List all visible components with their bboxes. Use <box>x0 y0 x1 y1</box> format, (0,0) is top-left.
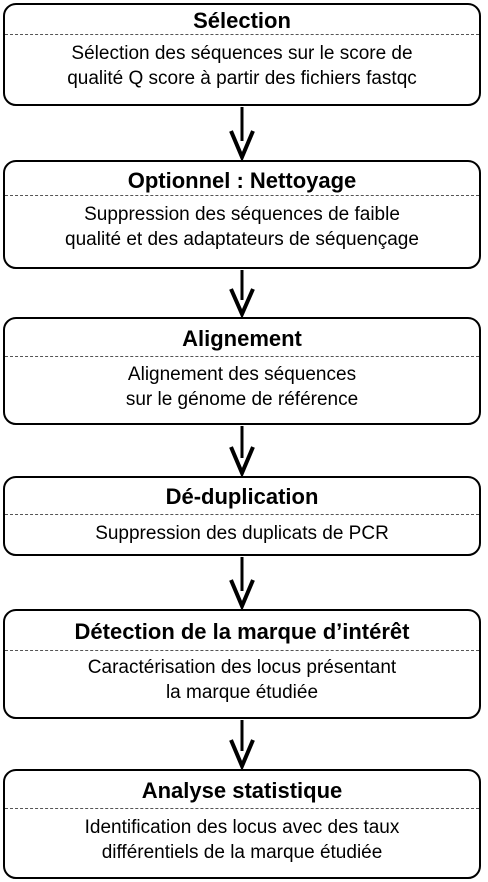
step-description-line: Sélection des séquences sur le score de <box>71 43 413 64</box>
step-description-line: la marque étudiée <box>165 682 319 703</box>
step-description-line: qualité et des adaptateurs de séquençage <box>65 229 419 250</box>
step-title: Dé-duplication <box>5 478 479 515</box>
step-description-line: sur le génome de référence <box>125 389 359 410</box>
step-description: Suppression des duplicats de PCR <box>5 515 479 546</box>
step-description-line: Identification des locus avec des taux <box>84 817 400 838</box>
step-title: Optionnel : Nettoyage <box>5 162 479 196</box>
step-mark-detection: Détection de la marque d’intérêt Caracté… <box>3 609 481 719</box>
step-title: Sélection <box>5 5 479 35</box>
arrow-down-icon <box>228 720 256 769</box>
step-description-line: différentiels de la marque étudiée <box>101 842 383 863</box>
step-description: Identification des locus avec des taux d… <box>5 809 479 865</box>
step-description: Suppression des séquences de faible qual… <box>5 196 479 252</box>
arrow-down-icon <box>228 426 256 476</box>
step-title: Alignement <box>5 319 479 357</box>
step-cleaning: Optionnel : Nettoyage Suppression des sé… <box>3 160 481 269</box>
step-description: Caractérisation des locus présentant la … <box>5 651 479 705</box>
arrow-down-icon <box>228 107 256 160</box>
step-statistical-analysis: Analyse statistique Identification des l… <box>3 769 481 879</box>
step-selection: Sélection Sélection des séquences sur le… <box>3 3 481 106</box>
step-description-line: Suppression des séquences de faible <box>84 204 400 225</box>
step-description-line: Alignement des séquences <box>127 364 357 385</box>
step-description-line: Caractérisation des locus présentant <box>87 657 397 678</box>
step-title: Analyse statistique <box>5 771 479 809</box>
step-description: Sélection des séquences sur le score de … <box>5 35 479 91</box>
arrow-down-icon <box>228 557 256 609</box>
step-description-line: Suppression des duplicats de PCR <box>95 523 389 544</box>
step-deduplication: Dé-duplication Suppression des duplicats… <box>3 476 481 556</box>
step-title: Détection de la marque d’intérêt <box>5 611 479 651</box>
step-description: Alignement des séquences sur le génome d… <box>5 357 479 412</box>
step-alignment: Alignement Alignement des séquences sur … <box>3 317 481 425</box>
step-description-line: qualité Q score à partir des fichiers fa… <box>67 68 417 89</box>
arrow-down-icon <box>228 270 256 317</box>
